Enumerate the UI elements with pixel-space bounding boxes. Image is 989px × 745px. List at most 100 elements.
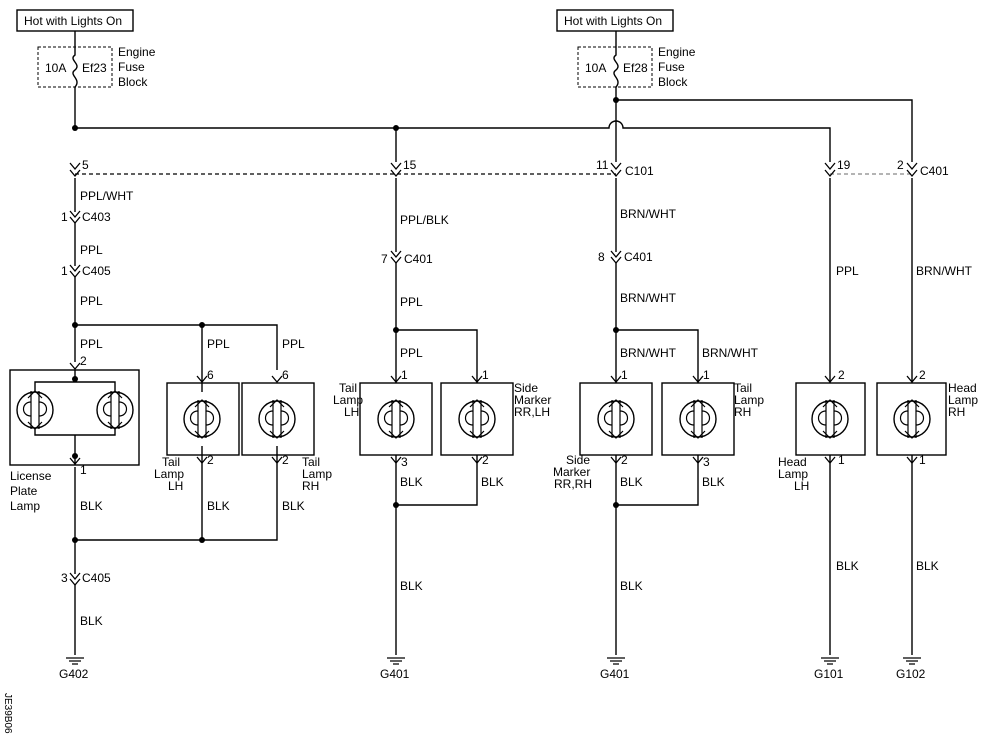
component-label: Lamp <box>778 467 808 481</box>
component-label: Tail <box>162 455 180 469</box>
connector-label: C403 <box>82 210 111 224</box>
fuse-symbol-right <box>613 31 619 88</box>
fuse-rating-left: 10A <box>45 61 66 75</box>
component-label: Lamp <box>10 499 40 513</box>
connector-c101-pin5 <box>69 162 81 170</box>
pin-label: 1 <box>703 368 710 382</box>
wire-label: PPL <box>836 264 859 278</box>
wire-label: BLK <box>282 499 305 513</box>
pin-label: 2 <box>207 453 214 467</box>
wire-label: BRN/WHT <box>620 291 677 305</box>
component-label: LH <box>344 405 359 419</box>
pin-label: 1 <box>919 453 926 467</box>
component-label: Lamp <box>154 467 184 481</box>
component-label: Lamp <box>948 393 978 407</box>
component-label: Side <box>566 453 590 467</box>
pin-label: 2 <box>621 453 628 467</box>
connector-c401-pin2 <box>906 162 918 170</box>
wire-label: BRN/WHT <box>620 346 677 360</box>
component-label: Lamp <box>302 467 332 481</box>
bus-wires <box>72 87 913 162</box>
pin-label: 1 <box>838 453 845 467</box>
wire-label: PPL <box>400 346 423 360</box>
component-label: License <box>10 469 52 483</box>
component-label: Marker <box>553 465 590 479</box>
pin-label: 8 <box>598 250 605 264</box>
connector-c401-pin19 <box>824 162 836 170</box>
connector-c101-pin15 <box>390 162 402 170</box>
ground-label-g401-right: G401 <box>600 667 630 681</box>
wire-label: BLK <box>400 579 423 593</box>
component-label: Marker <box>514 393 551 407</box>
component-label: Tail <box>339 381 357 395</box>
component-label: Plate <box>10 484 38 498</box>
wire-label: BLK <box>620 475 643 489</box>
pin-label: 3 <box>61 571 68 585</box>
component-label: Lamp <box>333 393 363 407</box>
component-label: Head <box>948 381 977 395</box>
pin-label: 5 <box>82 158 89 172</box>
power-source-right <box>556 9 674 32</box>
pin-label: 2 <box>282 453 289 467</box>
ground-label-g401-left: G401 <box>380 667 410 681</box>
component-label: RH <box>734 405 751 419</box>
wire-label: BRN/WHT <box>916 264 973 278</box>
fuse-symbol-left <box>72 31 78 88</box>
pin-label: 1 <box>401 368 408 382</box>
ground-label-g102: G102 <box>896 667 926 681</box>
pin-label: 1 <box>61 264 68 278</box>
connector-label: C401 <box>920 164 949 178</box>
pin-label: 1 <box>482 368 489 382</box>
pin-label: 2 <box>482 453 489 467</box>
pin-label: 1 <box>80 463 87 477</box>
wire-label: BRN/WHT <box>702 346 759 360</box>
pin-label: 6 <box>207 368 214 382</box>
wire-label: PPL <box>282 337 305 351</box>
tail-lamp-lh-center <box>359 382 433 456</box>
wire-label: BLK <box>620 579 643 593</box>
wire-label: BLK <box>400 475 423 489</box>
pin-label: 6 <box>282 368 289 382</box>
pin-label: 1 <box>621 368 628 382</box>
power-label-left: Hot with Lights On <box>24 14 122 28</box>
wire-label: PPL <box>80 243 103 257</box>
pin-label: 7 <box>381 252 388 266</box>
pin-label: 3 <box>703 455 710 469</box>
connector-label: C405 <box>82 264 111 278</box>
wire-label: PPL <box>80 294 103 308</box>
wire-label: PPL <box>207 337 230 351</box>
fuse-block-label-right-2: Fuse <box>658 60 685 74</box>
wire-label: BLK <box>80 499 103 513</box>
fuse-id-right: Ef28 <box>623 61 648 75</box>
left-circuit <box>65 178 278 665</box>
wire-label: BLK <box>916 559 939 573</box>
pin-label: 19 <box>837 158 851 172</box>
wire-label: PPL/WHT <box>80 189 134 203</box>
component-label: Tail <box>302 455 320 469</box>
power-label-right: Hot with Lights On <box>564 14 662 28</box>
pin-label: 3 <box>401 455 408 469</box>
connector-label: C401 <box>404 252 433 266</box>
pin-label: 2 <box>919 368 926 382</box>
fuse-block-label-left-3: Block <box>118 75 148 89</box>
wire-label: BLK <box>702 475 725 489</box>
fuse-rating-right: 10A <box>585 61 606 75</box>
fuse-id-left: Ef23 <box>82 61 107 75</box>
component-label: Lamp <box>734 393 764 407</box>
component-label: Side <box>514 381 538 395</box>
fuse-block-right <box>577 46 653 88</box>
connector-label: C405 <box>82 571 111 585</box>
fuse-block-label-left-1: Engine <box>118 45 156 59</box>
component-label: RR,LH <box>514 405 550 419</box>
pin-label: 2 <box>897 158 904 172</box>
component-label: Head <box>778 455 807 469</box>
wire-label: BLK <box>836 559 859 573</box>
figure-code: JE39B06 <box>2 693 13 734</box>
wire-label: PPL/BLK <box>400 213 449 227</box>
component-label: RH <box>948 405 965 419</box>
connector-c101-pin11 <box>610 162 622 170</box>
head-lamp-circuit <box>820 178 922 665</box>
fuse-block-label-left-2: Fuse <box>118 60 145 74</box>
wire-label: BRN/WHT <box>620 207 677 221</box>
